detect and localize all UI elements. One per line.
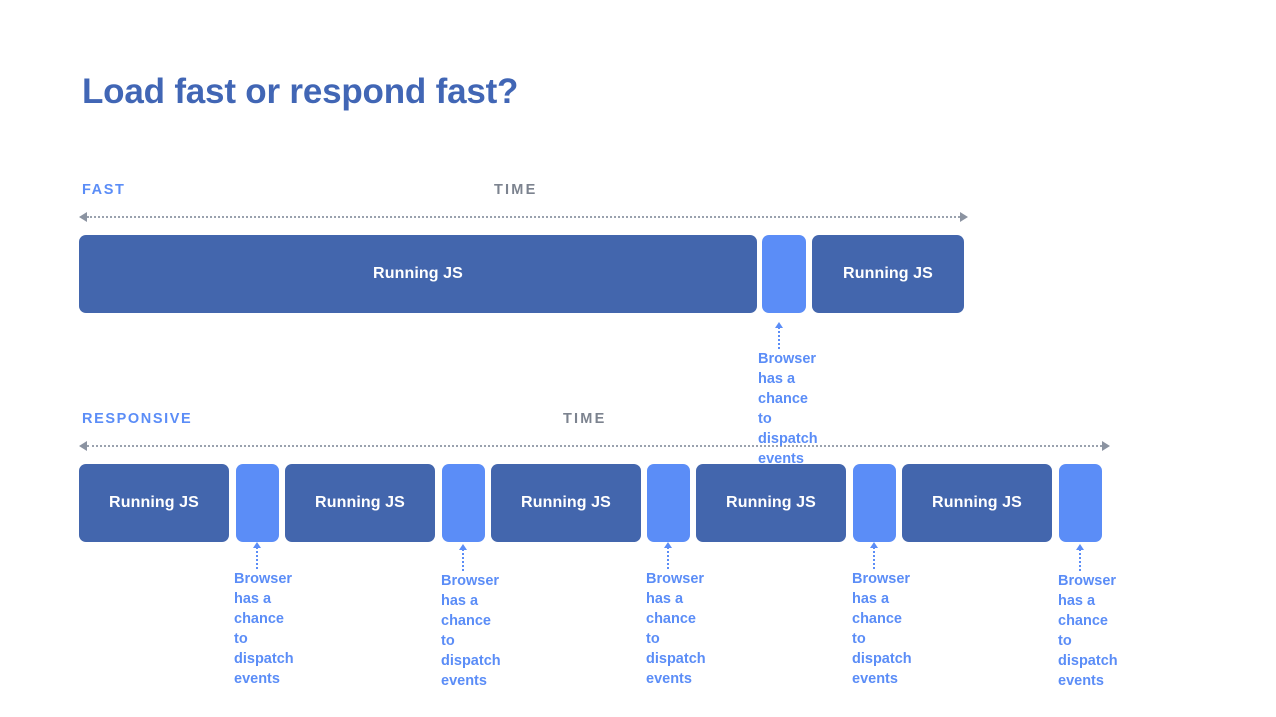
time-axis-fast — [79, 212, 968, 222]
timeline-bar-idle-slot — [442, 464, 485, 542]
timeline-bar-running-js: Running JS — [491, 464, 641, 542]
axis-dotted-line — [87, 216, 960, 218]
timeline-bar-running-js: Running JS — [79, 464, 229, 542]
timeline-bar-label: Running JS — [843, 265, 933, 282]
timeline-bar-running-js: Running JS — [696, 464, 846, 542]
callout-text: Browser has a chance to dispatch events — [1058, 573, 1118, 689]
callout-stem-line — [667, 547, 669, 569]
time-axis-label-responsive: TIME — [563, 411, 607, 427]
timeline-bar-idle-slot — [236, 464, 279, 542]
callout-arrow-up-icon — [870, 542, 878, 548]
callout-text: Browser has a chance to dispatch events — [234, 571, 294, 687]
callout-text: Browser has a chance to dispatch events — [758, 351, 818, 467]
timeline-bar-idle-slot — [647, 464, 690, 542]
timeline-bar-idle-slot — [853, 464, 896, 542]
timeline-bar-label: Running JS — [373, 265, 463, 282]
timeline-bar-running-js: Running JS — [285, 464, 435, 542]
callout-arrow-up-icon — [664, 542, 672, 548]
callout-stem-line — [873, 547, 875, 569]
axis-dotted-line — [87, 445, 1102, 447]
timeline-bar-label: Running JS — [109, 494, 199, 511]
callout-stem-line — [256, 547, 258, 569]
axis-arrow-right-icon — [960, 212, 968, 222]
callout-text: Browser has a chance to dispatch events — [441, 573, 501, 689]
axis-arrow-left-icon — [79, 441, 87, 451]
page-title: Load fast or respond fast? — [82, 72, 519, 111]
timeline-bar-running-js: Running JS — [812, 235, 964, 313]
timeline-bar-label: Running JS — [726, 494, 816, 511]
callout-arrow-up-icon — [1076, 544, 1084, 550]
timeline-bar-idle-slot — [1059, 464, 1102, 542]
timeline-bar-label: Running JS — [315, 494, 405, 511]
callout-stem-line — [1079, 549, 1081, 571]
timeline-bar-running-js: Running JS — [902, 464, 1052, 542]
timeline-bar-label: Running JS — [521, 494, 611, 511]
callout-stem-line — [462, 549, 464, 571]
time-axis-responsive — [79, 441, 1110, 451]
callout-text: Browser has a chance to dispatch events — [852, 571, 912, 687]
callout-text: Browser has a chance to dispatch events — [646, 571, 706, 687]
callout-arrow-up-icon — [253, 542, 261, 548]
timeline-bar-label: Running JS — [932, 494, 1022, 511]
axis-arrow-right-icon — [1102, 441, 1110, 451]
callout-arrow-up-icon — [459, 544, 467, 550]
time-axis-label-fast: TIME — [494, 182, 538, 198]
axis-arrow-left-icon — [79, 212, 87, 222]
callout-stem-line — [778, 327, 780, 349]
timeline-bar-idle-slot — [762, 235, 806, 313]
callout-arrow-up-icon — [775, 322, 783, 328]
row-label-responsive: RESPONSIVE — [82, 411, 193, 427]
row-label-fast: FAST — [82, 182, 126, 198]
timeline-bar-running-js: Running JS — [79, 235, 757, 313]
